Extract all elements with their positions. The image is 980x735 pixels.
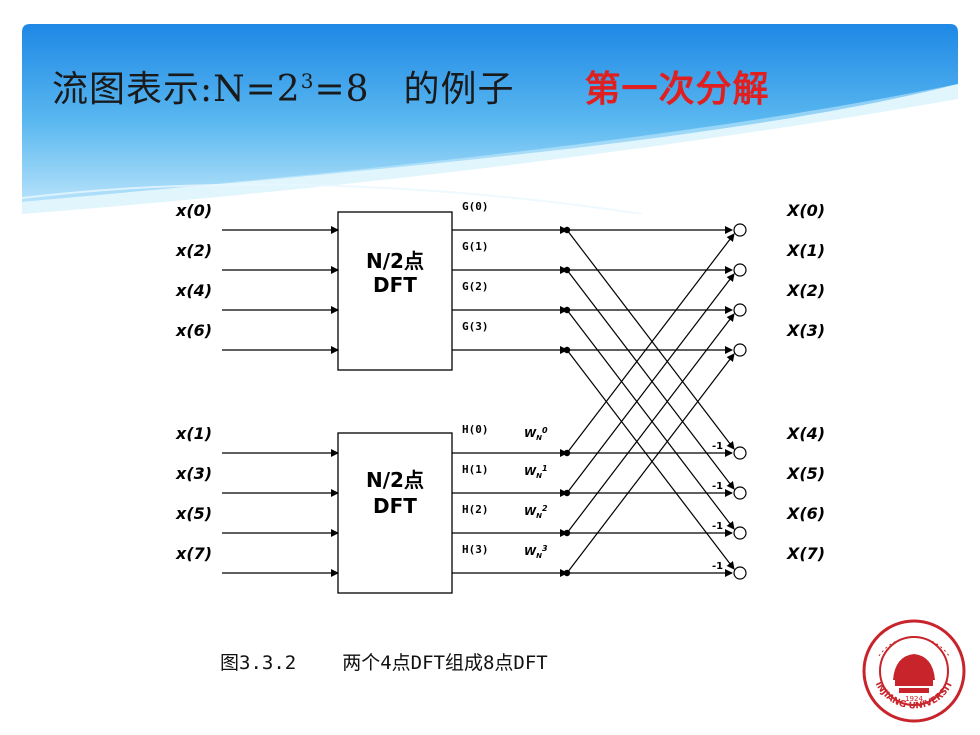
output-node xyxy=(733,263,747,277)
output-label: X(7) xyxy=(786,544,825,563)
twiddle-label: WN2 xyxy=(524,504,548,520)
h-label: H(3) xyxy=(462,543,489,556)
g-label: G(0) xyxy=(462,200,489,213)
output-label: X(4) xyxy=(786,424,825,443)
dft-box-top-line1: N/2点 xyxy=(366,249,424,273)
butterfly-cross xyxy=(566,353,735,574)
output-node xyxy=(733,446,747,460)
seal-year: 1924 xyxy=(905,695,923,703)
twiddle-label: WN0 xyxy=(524,426,548,442)
butterfly-cross xyxy=(566,309,735,530)
butterfly-cross xyxy=(566,269,735,490)
output-label: X(2) xyxy=(786,281,825,300)
dft-box-bottom-line2: DFT xyxy=(373,494,417,518)
dft-box-top xyxy=(337,211,453,371)
output-label: X(3) xyxy=(786,321,825,340)
dft-box-bottom-line1: N/2点 xyxy=(366,468,424,492)
twiddle-label: WN1 xyxy=(524,464,548,480)
butterfly-cross xyxy=(566,349,735,570)
output-node xyxy=(733,486,747,500)
input-label: x(1) xyxy=(175,424,212,443)
input-label: x(4) xyxy=(175,281,212,300)
input-label: x(6) xyxy=(175,321,212,340)
negation-label: -1 xyxy=(712,441,723,452)
h-label: H(0) xyxy=(462,423,489,436)
output-node xyxy=(733,343,747,357)
input-label: x(2) xyxy=(175,241,212,260)
output-node xyxy=(733,526,747,540)
input-label: x(5) xyxy=(175,504,212,523)
twiddle-label: WN3 xyxy=(524,544,548,560)
butterfly-cross xyxy=(566,229,735,450)
title-example: 的例子 xyxy=(403,69,515,110)
input-label: x(3) xyxy=(175,464,212,483)
output-label: X(0) xyxy=(786,201,825,220)
g-label: G(1) xyxy=(462,240,489,253)
output-node xyxy=(733,223,747,237)
title-highlight: 第一次分解 xyxy=(584,68,770,110)
butterfly-cross xyxy=(566,313,735,534)
output-label: X(6) xyxy=(786,504,825,523)
g-label: G(2) xyxy=(462,280,489,293)
negation-label: -1 xyxy=(712,481,723,492)
output-label: X(5) xyxy=(786,464,825,483)
output-node xyxy=(733,566,747,580)
negation-label: -1 xyxy=(712,561,723,572)
dft-box-top-line2: DFT xyxy=(373,273,417,297)
input-label: x(7) xyxy=(175,544,212,563)
input-label: x(0) xyxy=(175,201,212,220)
h-label: H(1) xyxy=(462,463,489,476)
university-seal-icon: 1924 XINJIANG UNIVERSITY xyxy=(855,618,966,723)
negation-label: -1 xyxy=(712,521,723,532)
output-label: X(1) xyxy=(786,241,825,260)
output-node xyxy=(733,303,747,317)
dft-box-bottom xyxy=(337,432,453,594)
h-label: H(2) xyxy=(462,503,489,516)
figure-caption: 图3.3.2 两个4点DFT组成8点DFT xyxy=(220,648,548,675)
g-label: G(3) xyxy=(462,320,489,333)
caption-text: 两个4点DFT组成8点DFT xyxy=(342,652,548,674)
header-background xyxy=(22,24,958,214)
figure-number: 图3.3.2 xyxy=(220,652,297,674)
